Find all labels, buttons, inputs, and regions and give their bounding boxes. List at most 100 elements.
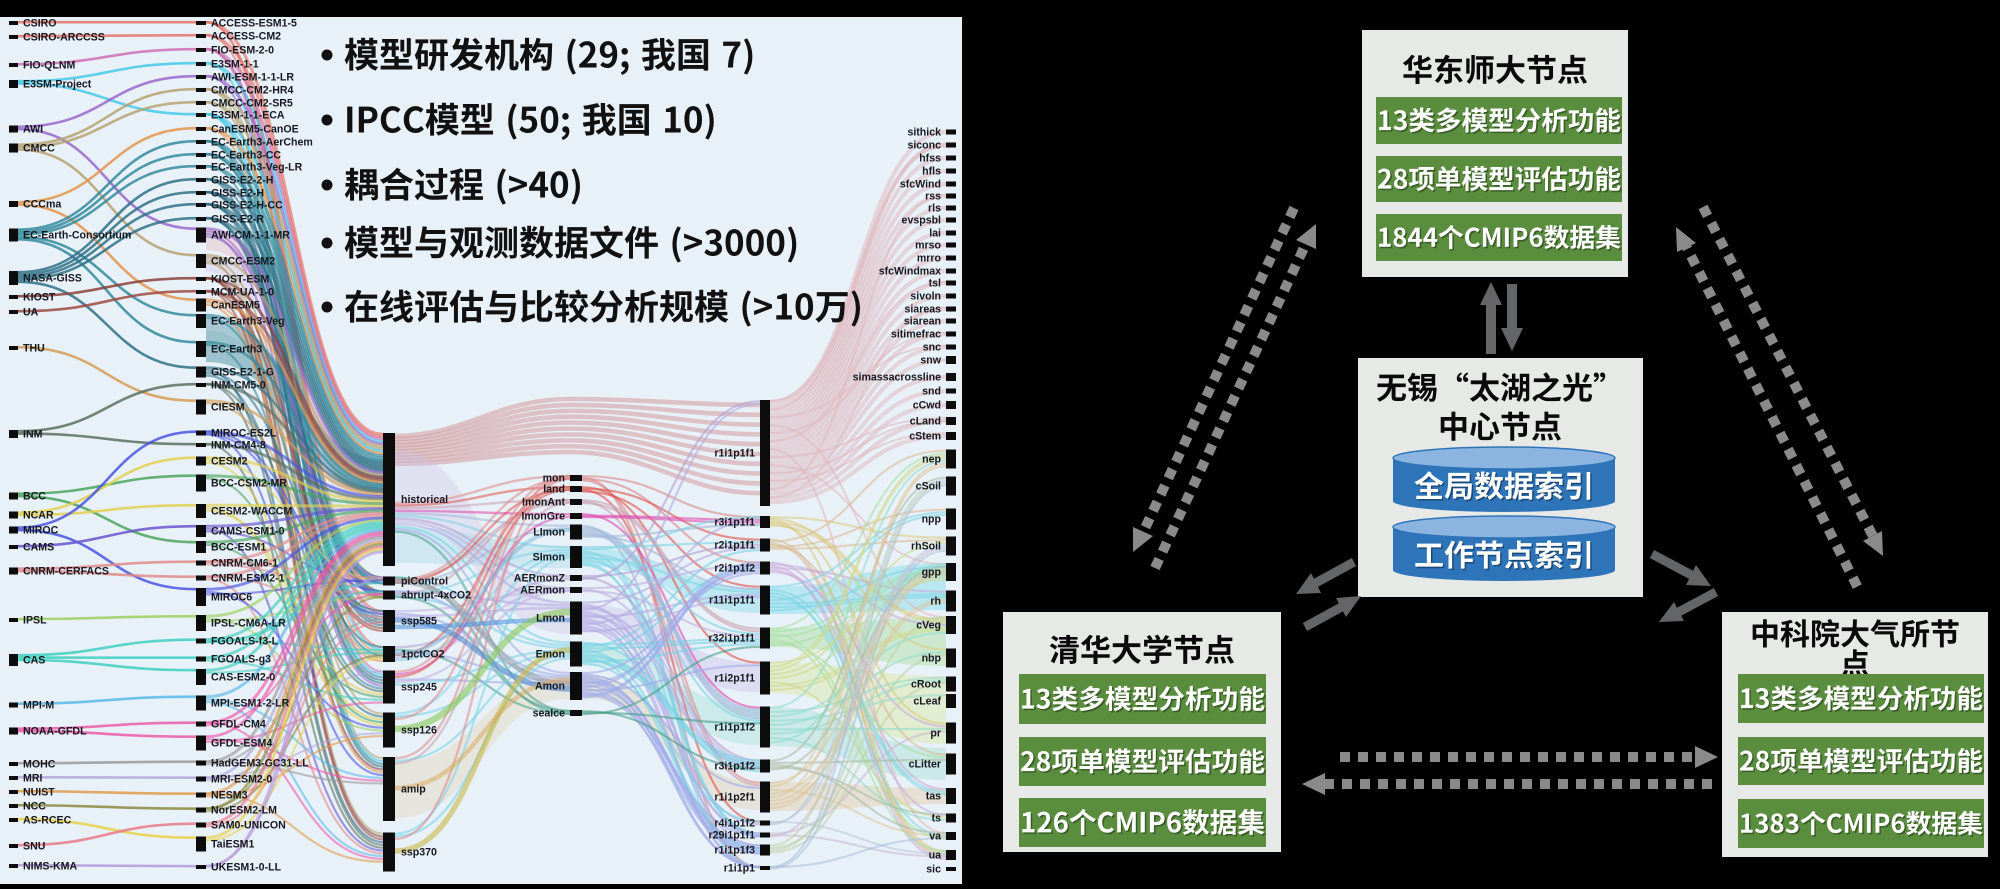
svg-text:cLitter: cLitter [909,759,941,771]
svg-text:UA: UA [23,307,39,319]
svg-text:nbp: nbp [922,653,942,665]
svg-text:E3SM-1-1-ECA: E3SM-1-1-ECA [211,110,285,122]
svg-text:EC-Earth3-CC: EC-Earth3-CC [211,150,281,162]
svg-text:tas: tas [926,791,941,803]
svg-text:FIO-ESM-2-0: FIO-ESM-2-0 [211,45,274,57]
svg-text:CanESM5-CanOE: CanESM5-CanOE [211,124,299,136]
svg-text:EC-Earth3-Veg-LR: EC-Earth3-Veg-LR [211,162,303,174]
svg-text:amip: amip [401,784,426,796]
svg-text:FGOALS-f3-L: FGOALS-f3-L [211,636,279,648]
svg-text:ssp585: ssp585 [401,616,437,628]
svg-text:r1i1p1f3: r1i1p1f3 [714,845,755,857]
svg-text:1pctCO2: 1pctCO2 [401,649,445,661]
svg-text:snd: snd [922,386,941,398]
svg-text:siarean: siarean [904,316,941,328]
svg-text:CNRM-CM6-1: CNRM-CM6-1 [211,558,278,570]
svg-text:evspsbl: evspsbl [902,215,942,227]
svg-text:CMCC-CM2-SR5: CMCC-CM2-SR5 [211,98,293,110]
svg-text:GISS-E2-H-CC: GISS-E2-H-CC [211,200,283,212]
svg-text:GISS-E2-2-H: GISS-E2-2-H [211,175,273,187]
svg-text:r4i1p1f2: r4i1p1f2 [714,818,755,830]
svg-text:snc: snc [923,342,941,354]
svg-text:MPI-ESM1-2-LR: MPI-ESM1-2-LR [211,698,290,710]
svg-text:va: va [929,831,941,843]
svg-text:ts: ts [932,813,942,825]
svg-text:lai: lai [929,228,941,240]
svg-text:r1i2p1f1: r1i2p1f1 [714,673,755,685]
svg-text:BCC-ESM1: BCC-ESM1 [211,542,266,554]
svg-text:r3i1p1f1: r3i1p1f1 [714,517,755,529]
svg-text:r2i1p1f1: r2i1p1f1 [714,540,755,552]
svg-text:historical: historical [401,494,448,506]
svg-text:CAS-ESM2-0: CAS-ESM2-0 [211,672,275,684]
svg-text:sivoln: sivoln [910,291,941,303]
svg-text:ssp370: ssp370 [401,847,437,859]
svg-text:MRI: MRI [23,773,42,785]
svg-text:AERmon: AERmon [520,585,565,597]
svg-text:gpp: gpp [922,567,942,579]
svg-text:BCC: BCC [23,491,46,503]
svg-text:CSIRO-ARCCSS: CSIRO-ARCCSS [23,32,105,44]
svg-text:NorESM2-LM: NorESM2-LM [211,805,277,817]
svg-text:INM-CM4-8: INM-CM4-8 [211,440,266,452]
svg-text:cVeg: cVeg [916,620,941,632]
svg-text:r1i1p2f1: r1i1p2f1 [714,792,755,804]
svg-text:NASA-GISS: NASA-GISS [23,273,82,285]
svg-text:rss: rss [925,191,941,203]
svg-text:MIROC: MIROC [23,525,59,537]
svg-text:INM: INM [23,429,43,441]
svg-text:AWI: AWI [23,124,43,136]
svg-text:EC-Earth3-Veg: EC-Earth3-Veg [211,316,285,328]
svg-text:FIO-QLNM: FIO-QLNM [23,60,76,72]
svg-text:CMCC: CMCC [23,143,55,155]
svg-text:nep: nep [922,454,941,466]
svg-text:CAMS: CAMS [23,542,54,554]
svg-text:mrso: mrso [915,240,941,252]
svg-text:NCC: NCC [23,801,46,813]
svg-text:AS-RCEC: AS-RCEC [23,815,72,827]
svg-text:ImonAnt: ImonAnt [522,497,565,509]
svg-text:CMCC-CM2-HR4: CMCC-CM2-HR4 [211,85,293,97]
svg-text:seaIce: seaIce [533,708,566,720]
svg-text:EC-Earth3: EC-Earth3 [211,344,262,356]
svg-text:Lmon: Lmon [536,613,565,625]
svg-text:INM-CM5-0: INM-CM5-0 [211,380,266,392]
svg-text:ACCESS-ESM1-5: ACCESS-ESM1-5 [211,18,297,30]
svg-text:IPSL-CM6A-LR: IPSL-CM6A-LR [211,618,286,630]
svg-text:simassacrossline: simassacrossline [853,372,941,384]
svg-text:KIOST-ESM: KIOST-ESM [211,274,269,286]
svg-text:UKESM1-0-LL: UKESM1-0-LL [211,862,282,874]
svg-text:r3i1p1f2: r3i1p1f2 [714,761,755,773]
svg-text:land: land [543,484,565,496]
svg-text:sitimefrac: sitimefrac [891,329,941,341]
svg-text:CSIRO: CSIRO [23,18,57,30]
svg-text:ACCESS-CM2: ACCESS-CM2 [211,31,281,43]
svg-text:MCM-UA-1-0: MCM-UA-1-0 [211,287,274,299]
svg-text:MRI-ESM2-0: MRI-ESM2-0 [211,774,272,786]
svg-text:r2i1p1f2: r2i1p1f2 [714,563,755,575]
svg-text:r11i1p1f1: r11i1p1f1 [709,595,755,607]
svg-text:r1i1p1: r1i1p1 [724,863,755,875]
svg-text:ua: ua [929,850,941,862]
svg-text:npp: npp [922,514,942,526]
svg-text:r1i1p1f1: r1i1p1f1 [714,448,755,460]
svg-text:abrupt-4xCO2: abrupt-4xCO2 [401,590,471,602]
svg-text:GISS-E2-H: GISS-E2-H [211,188,264,200]
svg-text:KIOST: KIOST [23,292,56,304]
svg-text:siareas: siareas [904,304,941,316]
svg-text:MIROC6: MIROC6 [211,592,252,604]
svg-text:mon: mon [543,473,565,485]
svg-text:cCwd: cCwd [913,400,941,412]
svg-text:CCCma: CCCma [23,199,61,211]
svg-text:GISS-E2-1-G: GISS-E2-1-G [211,367,274,379]
svg-text:rls: rls [928,203,941,215]
svg-text:ssp245: ssp245 [401,682,437,694]
svg-text:siconc: siconc [907,140,941,152]
svg-text:SNU: SNU [23,841,45,853]
svg-text:cLeaf: cLeaf [913,696,941,708]
svg-text:NIMS-KMA: NIMS-KMA [23,861,77,873]
svg-text:pr: pr [930,728,941,740]
svg-text:cSoil: cSoil [916,481,941,493]
svg-text:LImon: LImon [533,527,565,539]
svg-text:sfcWind: sfcWind [900,179,941,191]
